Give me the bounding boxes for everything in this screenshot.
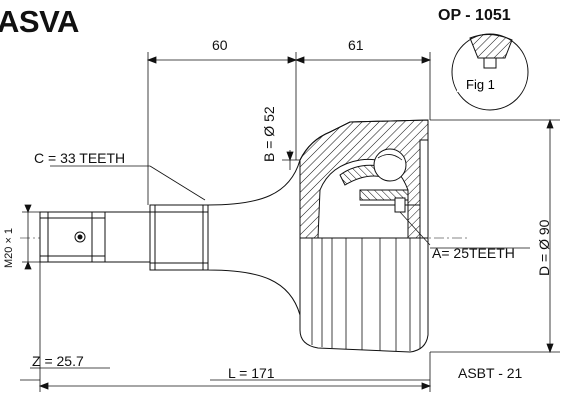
outer-spline-shaft [149, 204, 209, 271]
bell-section [299, 119, 429, 239]
top-dimension [146, 52, 432, 205]
part-number: OP - 1051 [438, 7, 511, 24]
z-value-label: Z = 25.7 [32, 353, 84, 369]
length-label: L = 171 [228, 365, 275, 381]
d-dimension [430, 118, 560, 354]
dimension-60: 60 [212, 37, 228, 53]
a-teeth-label: A= 25TEETH [432, 245, 515, 261]
c-teeth-label: C = 33 TEETH [34, 150, 126, 166]
joint-neck [207, 159, 301, 316]
b-diameter-label: B = Ø 52 [261, 106, 277, 162]
leaders [20, 165, 530, 381]
b-dimension [282, 150, 300, 170]
dimension-61: 61 [348, 37, 364, 53]
inner-race [359, 189, 431, 246]
l-dimension [38, 262, 432, 392]
joint-ball [373, 148, 407, 182]
reference-label: ASBT - 21 [458, 365, 523, 381]
d-diameter-label: D = Ø 90 [536, 219, 552, 276]
outer-bell [299, 237, 429, 353]
thread-dimension [22, 204, 40, 270]
thread-label: M20 × 1 [3, 227, 15, 268]
fig1-inset [451, 33, 529, 111]
threaded-stub [39, 211, 151, 263]
brand-logo: ASVA [0, 4, 79, 39]
fig1-label: Fig 1 [466, 77, 495, 92]
